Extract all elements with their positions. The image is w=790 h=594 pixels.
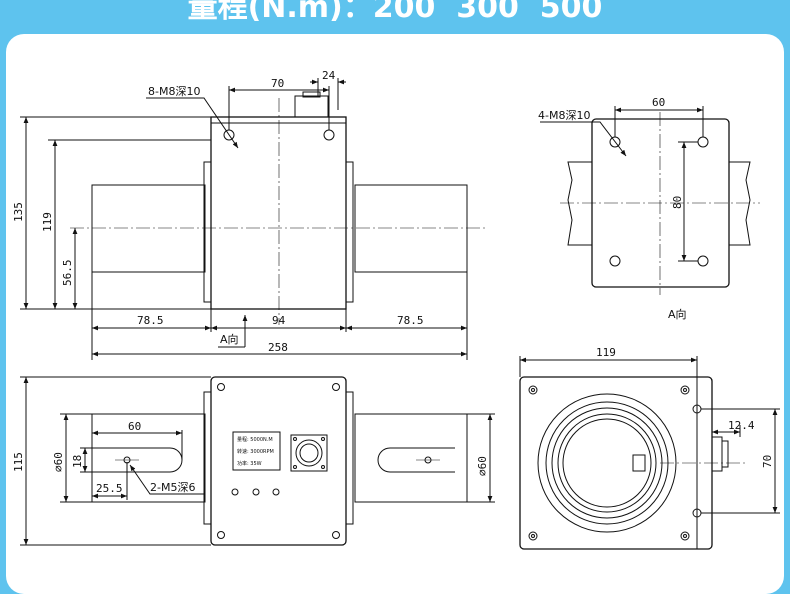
right-shaft [354,184,468,273]
top-view-body [210,376,347,546]
nameplate-power: 功率: 35W [237,460,262,467]
page-title: 量程(N.m)：200 300 500 [187,0,603,25]
a-view-hole-label: 4-M8深10 [538,109,590,122]
mount-hole [609,255,621,267]
nameplate [232,431,281,471]
top-right-shaft [354,413,468,503]
side-dim-119: 119 [596,346,616,359]
a-view [540,106,760,295]
front-dim-258: 258 [268,341,288,354]
sensor-body [210,116,347,310]
a-view-dim-60: 60 [652,96,665,109]
front-view [20,78,485,360]
left-shaft [91,184,206,273]
a-view-caption: A向 [668,307,687,321]
top-left-shaft [91,413,206,503]
front-dim-24: 24 [322,69,336,82]
nameplate-speed: 转速: 3000RPM [237,448,274,455]
connector-housing [294,95,329,118]
front-dim-119: 119 [41,212,54,232]
mount-hole [697,255,709,267]
top-view [20,376,495,546]
indicator-light [272,488,280,496]
top-dim-25-5: 25.5 [96,482,123,495]
front-dim-135: 135 [12,202,25,222]
nameplate-range: 量程: 5000N.M [237,436,273,443]
top-dim-60: 60 [128,420,141,433]
top-dim-115: 115 [12,452,25,472]
a-view-left-shaft [567,161,592,246]
keyway-slot-left [102,447,183,473]
flange-outer-ring [537,393,677,533]
shaft-bore [562,418,652,508]
a-view-dim-80: 80 [671,196,684,209]
mount-hole [323,129,335,141]
drawing-panel [6,34,784,594]
front-dim-70: 70 [271,77,284,90]
right-flange [345,161,354,303]
flange-ring [545,401,669,525]
top-dim-18: 18 [71,455,84,468]
mount-hole [697,136,709,148]
side-view [519,356,780,550]
front-hole-label: 8-M8深10 [148,85,200,98]
indicator-light [231,488,239,496]
front-dim-78-5-right: 78.5 [397,314,424,327]
slot-label: 2-M5深6 [150,481,195,494]
a-direction-label: A向 [220,332,239,346]
front-dim-78-5-left: 78.5 [137,314,164,327]
a-view-right-shaft [729,161,751,246]
front-dim-94: 94 [272,314,286,327]
indicator-light [252,488,260,496]
front-dim-56-5: 56.5 [61,260,74,287]
side-dim-70: 70 [761,455,774,468]
top-dim-phi60-left: ⌀60 [52,452,65,472]
keyway-slot-right [377,447,455,473]
header-banner: 量程(N.m)：200 300 500 [0,0,790,30]
top-dim-phi60-right: ⌀60 [476,456,489,476]
side-dim-12-4: 12.4 [728,419,755,432]
side-connector [711,436,723,472]
keyway-notch [632,454,646,472]
top-connector [290,434,328,472]
top-right-flange [345,391,354,525]
